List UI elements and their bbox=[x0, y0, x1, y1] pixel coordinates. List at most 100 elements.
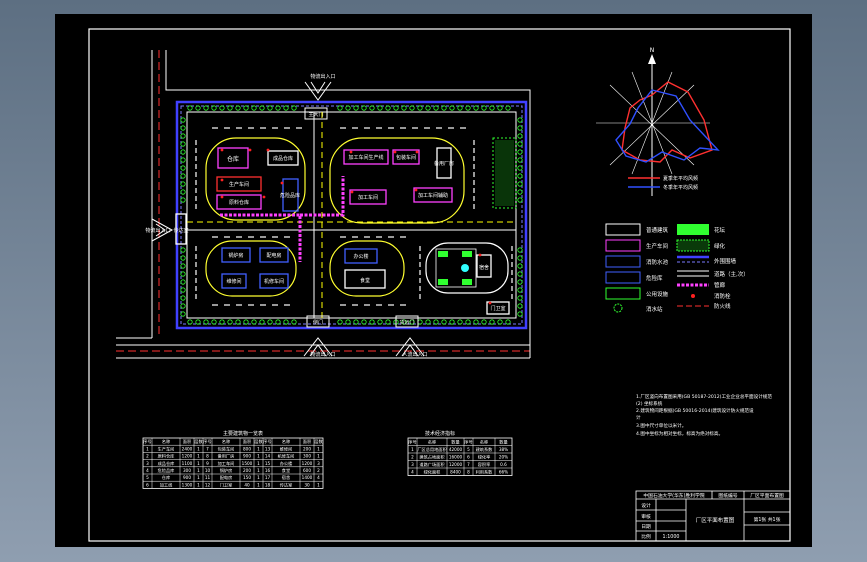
lawn-fill bbox=[495, 140, 514, 206]
table-cell: 绿化率 bbox=[478, 454, 491, 461]
building-b11 bbox=[221, 247, 251, 263]
table-cell: 名称 bbox=[162, 438, 170, 445]
table-cell: 维修间 bbox=[280, 445, 293, 452]
table-cell: 2 bbox=[146, 454, 149, 459]
building-b14 bbox=[259, 273, 289, 289]
tb-scale: 比例 bbox=[641, 533, 651, 540]
table-cell: 16 bbox=[265, 468, 271, 473]
table-cell: 6 bbox=[467, 455, 470, 460]
legend: 普通建筑 生产车间 消防水池 危险库 公用设施 消水站 花坛 绿化 外围围墙 道… bbox=[605, 223, 749, 313]
table-cell: 序号 bbox=[203, 438, 211, 445]
table-cell: 5 bbox=[146, 475, 149, 480]
table-right-title: 技术经济指标 bbox=[425, 430, 455, 437]
table-cell: 1 bbox=[197, 446, 200, 451]
table-cell: 13 bbox=[265, 446, 271, 451]
entrance-south-right-label: 人流出入口 bbox=[402, 351, 427, 358]
building-b7 bbox=[392, 149, 420, 165]
building-b13-label: 维修间 bbox=[226, 278, 241, 285]
table-cell: 面积 bbox=[243, 438, 251, 445]
tb-sheet: 第1张 共1张 bbox=[754, 516, 781, 523]
building-b18 bbox=[486, 301, 510, 315]
table-cell: 加工车间 bbox=[218, 460, 235, 467]
table-cell: 10 bbox=[205, 468, 211, 473]
legend-right-3: 道路（主,次） bbox=[714, 270, 749, 278]
note-4: 3.图中尺寸单位以米计。 bbox=[636, 422, 686, 429]
table-cell: 1 bbox=[317, 482, 320, 487]
table-cell: 1 bbox=[317, 454, 320, 459]
wind-legend-summer: 夏季年平均风频 bbox=[663, 175, 698, 182]
north-arrow-label: N bbox=[650, 47, 655, 54]
building-b2-label: 成品仓库 bbox=[273, 155, 293, 162]
tree-row bbox=[180, 105, 523, 325]
tb-design: 设计 bbox=[641, 502, 651, 509]
legend-left-3: 危险库 bbox=[646, 274, 663, 282]
table-cell: 40 bbox=[244, 482, 250, 487]
table-cell: 成品仓库 bbox=[158, 460, 175, 467]
note-5: 4.图中坐标为相对坐标，标高为绝对标高。 bbox=[636, 430, 723, 437]
table-cell: 1 bbox=[411, 447, 414, 452]
table-cell: 1 bbox=[257, 482, 260, 487]
table-cell: 层数 bbox=[254, 438, 263, 445]
table-cell: 66% bbox=[499, 470, 508, 475]
table-cell: 建筑系数 bbox=[476, 446, 494, 453]
table-cell: 1200 bbox=[182, 454, 193, 459]
tb-date: 日期 bbox=[641, 524, 651, 530]
table-cell: 1 bbox=[197, 482, 200, 487]
legend-right-6: 防火线 bbox=[714, 302, 731, 310]
building-b15 bbox=[344, 248, 378, 264]
table-cell: 4 bbox=[146, 468, 149, 473]
building-b19 bbox=[175, 213, 187, 245]
table-cell: 42000 bbox=[449, 447, 463, 452]
building-b7-label: 包装车间 bbox=[396, 154, 416, 161]
table-cell: 0.6 bbox=[500, 462, 507, 467]
building-b1-label: 仓库 bbox=[227, 155, 239, 163]
tb-check: 审核 bbox=[641, 513, 651, 520]
table-cell: 序号 bbox=[143, 438, 151, 445]
table-cell: 建筑占地面积 bbox=[419, 454, 444, 461]
building-b19-label: 传达室 bbox=[173, 227, 188, 234]
entrance-arrows bbox=[151, 81, 425, 357]
design-notes: 1.厂区竖向布置图采用(GB 50187-2012)工业企业总平面设计规范 (2… bbox=[636, 393, 772, 437]
note-2: 2.建筑物间距根据(GB 50016-2014)建筑设计防火规范设 bbox=[636, 407, 754, 414]
building-b3-label: 生产车间 bbox=[229, 181, 249, 188]
gate-south-left-label: 侧门 bbox=[313, 319, 323, 326]
fire-hydrants bbox=[220, 148, 492, 305]
site-boundary bbox=[165, 80, 531, 358]
legend-right-1: 绿化 bbox=[714, 242, 726, 250]
table-cell: 门卫室 bbox=[220, 481, 233, 488]
table-cell: 300 bbox=[183, 468, 191, 473]
building-b5-label: 危险品库 bbox=[280, 192, 300, 199]
building-b17 bbox=[476, 254, 492, 278]
table-cell: 1300 bbox=[182, 482, 193, 487]
table-cell: 7 bbox=[206, 446, 209, 451]
building-b15-label: 办公楼 bbox=[353, 253, 368, 260]
table-left-title: 主要建筑物一览表 bbox=[223, 430, 263, 437]
parking-marks bbox=[195, 127, 513, 306]
drawing-frame bbox=[88, 28, 791, 542]
building-b6-label: 加工车间生产线 bbox=[348, 154, 383, 161]
table-cell: 1 bbox=[197, 461, 200, 466]
legend-left-0: 普通建筑 bbox=[646, 226, 669, 234]
table-cell: 名称 bbox=[222, 438, 230, 445]
building-b11-label: 锅炉房 bbox=[228, 252, 243, 259]
table-cell: 1 bbox=[257, 446, 260, 451]
building-b18-label: 门卫室 bbox=[490, 305, 505, 312]
tb-scale-value: 1:1000 bbox=[663, 534, 680, 540]
tb-drawing-title: 厂区平面布置图 bbox=[696, 516, 735, 524]
building-b10 bbox=[413, 187, 453, 203]
table-cell: 5 bbox=[467, 447, 470, 452]
table-cell: 20% bbox=[499, 455, 508, 460]
legend-right-5: 消防栓 bbox=[714, 292, 731, 300]
title-block bbox=[635, 490, 791, 542]
table-cell: 容积率 bbox=[478, 461, 491, 468]
table-cell: 1200 bbox=[302, 461, 313, 466]
table-cell: 9 bbox=[206, 461, 209, 466]
table-cell: 1 bbox=[257, 475, 260, 480]
building-b3 bbox=[216, 176, 262, 192]
building-b1 bbox=[217, 147, 249, 169]
block-outlines bbox=[205, 137, 509, 297]
table-cell: 7 bbox=[467, 462, 470, 467]
table-cell: 1 bbox=[197, 468, 200, 473]
